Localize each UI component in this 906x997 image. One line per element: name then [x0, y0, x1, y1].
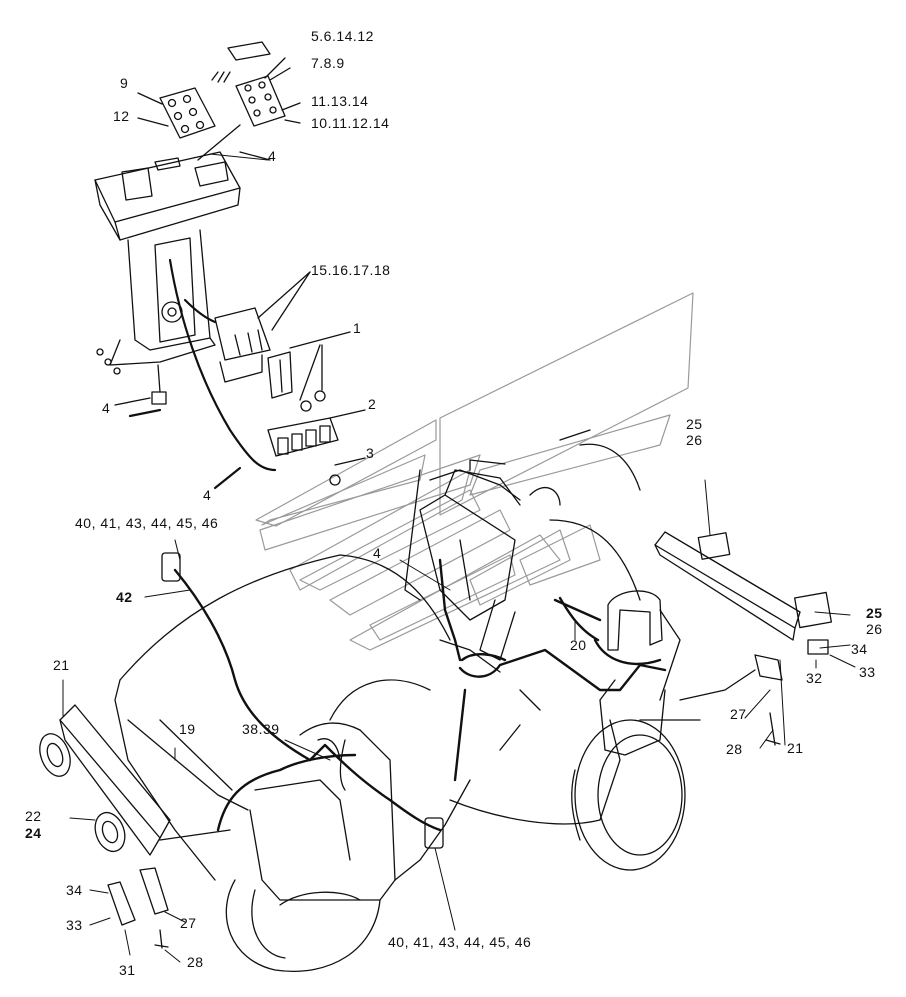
callout-label: 25 [686, 416, 703, 432]
callout-label: 34 [851, 641, 868, 657]
callout-label: 4 [268, 148, 277, 164]
main-harness [128, 258, 277, 490]
callout-label: 21 [53, 657, 70, 673]
callout-label: 20 [570, 637, 587, 653]
leader-lines [62, 153, 856, 963]
callout-label: 10.11.12.14 [311, 115, 390, 131]
callout-label: 15.16.17.18 [311, 262, 391, 278]
lighting-harness [173, 558, 667, 832]
machine-body [114, 429, 681, 901]
callout-label: 27 [730, 706, 747, 722]
callout-label: 9 [120, 75, 129, 91]
callout-label: 33 [859, 664, 876, 680]
connectors [161, 552, 444, 849]
callout-label: 2 [368, 396, 377, 412]
callout-label: 38.39 [242, 721, 280, 737]
callout-label: 28 [187, 954, 204, 970]
callout-label: 26 [686, 432, 703, 448]
switch-panels [137, 41, 301, 139]
callout-label: 40, 41, 43, 44, 45, 46 [388, 934, 532, 950]
control-console [94, 124, 271, 406]
callout-label: 11.13.14 [311, 93, 369, 109]
callout-label: 28 [726, 741, 743, 757]
callout-label: 33 [66, 917, 83, 933]
callout-label: 42 [116, 589, 133, 605]
callout-label: 22 [25, 808, 42, 824]
callout-label: 3 [366, 445, 375, 461]
callout-label: 5.6.14.12 [311, 28, 374, 44]
callout-label: 19 [179, 721, 196, 737]
callout-label: 26 [866, 621, 883, 637]
front-drum [225, 879, 381, 972]
rear-light-bar [654, 531, 833, 746]
callout-label: 4 [203, 487, 212, 503]
callout-label: 24 [25, 825, 42, 841]
callout-label: 21 [787, 740, 804, 756]
callout-label: 34 [66, 882, 83, 898]
callout-label: 4 [373, 545, 382, 561]
watermark-logo [255, 292, 694, 651]
callout-label: 1 [353, 320, 362, 336]
relay-box [214, 271, 366, 486]
operator-station [419, 459, 663, 661]
callout-label: 40, 41, 43, 44, 45, 46 [75, 515, 219, 531]
callout-label: 31 [119, 962, 136, 978]
callout-label: 27 [180, 915, 197, 931]
callout-label: 12 [113, 108, 130, 124]
callout-label: 7.8.9 [311, 55, 345, 71]
callout-label: 4 [102, 400, 111, 416]
callout-label: 32 [806, 670, 823, 686]
callout-label: 25 [866, 605, 883, 621]
rear-drum [571, 719, 701, 871]
front-light-bar [39, 704, 231, 949]
